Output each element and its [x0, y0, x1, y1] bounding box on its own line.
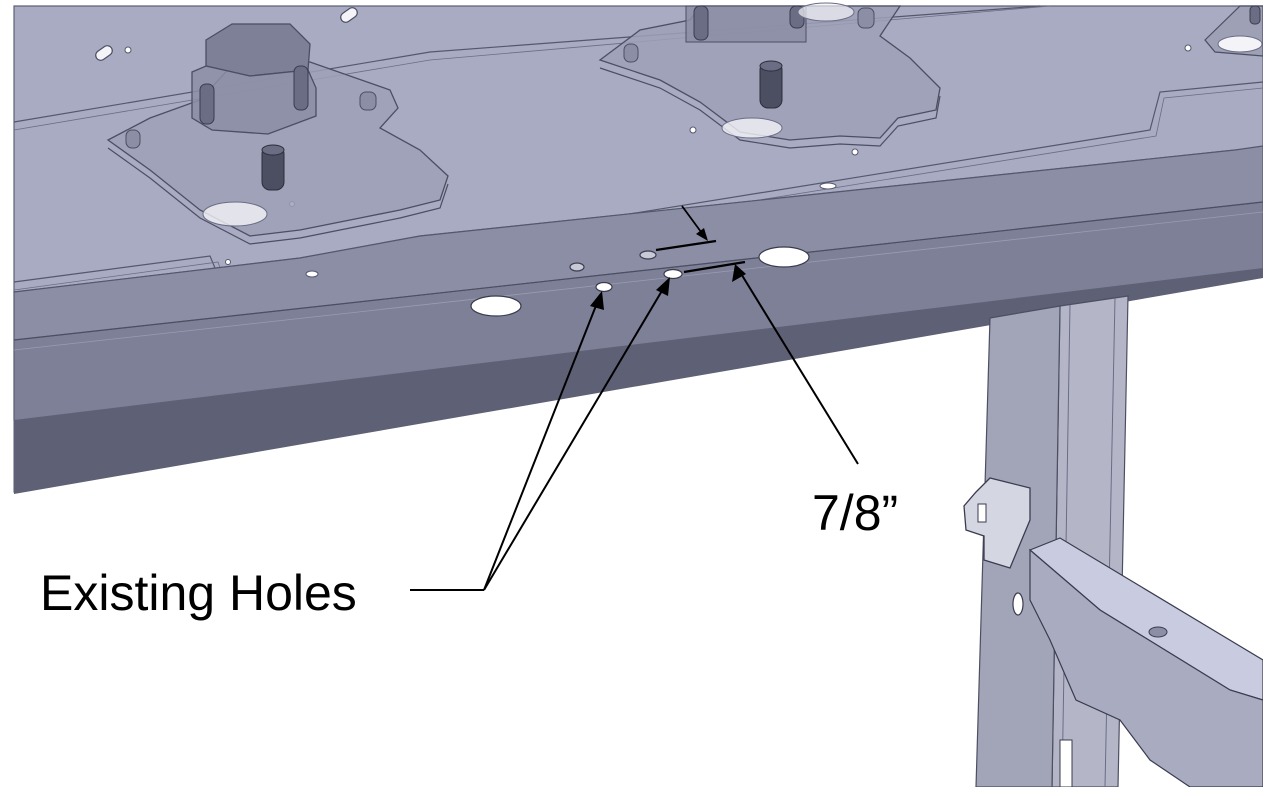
- standoff: [293, 65, 309, 111]
- slot-hole: [340, 7, 358, 23]
- sheet-step-line: [13, 81, 1263, 283]
- bracket-plate-edge: [599, 67, 941, 149]
- front-face-holes: [470, 246, 810, 317]
- mount-block-body: [191, 65, 317, 135]
- right-mount-bracket: [598, 2, 941, 149]
- leg-slot: [1059, 739, 1073, 788]
- mount-hole: [1217, 35, 1263, 53]
- mount-hole: [797, 2, 855, 22]
- pin-hole: [689, 126, 697, 134]
- callout-leader: [483, 283, 667, 591]
- lip-edge: [13, 201, 1263, 341]
- standoff: [693, 5, 709, 41]
- standoff: [199, 83, 215, 125]
- slot-hole: [95, 45, 113, 61]
- far-right-bracket: [1204, 5, 1263, 57]
- leg-hook: [963, 477, 1031, 569]
- pin-hole: [305, 270, 319, 278]
- leg-hole: [1012, 592, 1024, 616]
- pin-hole: [225, 259, 231, 265]
- existing-hole: [595, 281, 613, 293]
- dimension-callout: 7/8”: [655, 205, 898, 541]
- cross-bar-face: [1029, 548, 1263, 788]
- dimension-extension-line: [683, 260, 746, 274]
- dimension-label: 7/8”: [812, 485, 898, 541]
- left-mount-bracket: [106, 23, 449, 245]
- standoff: [623, 43, 639, 63]
- existing-hole: [663, 268, 683, 280]
- callout-leader: [483, 297, 600, 591]
- leg-bracket: [963, 295, 1263, 788]
- standoff-top: [759, 60, 783, 72]
- dimension-arrowhead: [732, 264, 746, 282]
- standoff: [857, 7, 875, 29]
- pin-hole: [124, 46, 132, 54]
- existing-holes-label: Existing Holes: [40, 565, 357, 621]
- pin-hole: [1184, 44, 1192, 52]
- new-hole: [639, 250, 657, 260]
- mount-block: [205, 23, 311, 77]
- dimension-arrowhead: [696, 228, 708, 241]
- large-hole: [470, 295, 522, 317]
- large-hole: [758, 246, 810, 268]
- standoff: [359, 91, 377, 111]
- small-hole: [569, 262, 585, 272]
- mount-hole: [202, 201, 268, 227]
- cross-bar-hole: [1148, 626, 1168, 638]
- hook-slot: [977, 503, 987, 523]
- pin-hole: [819, 182, 837, 190]
- pin-hole: [851, 148, 859, 156]
- callout-arrowhead: [656, 277, 670, 296]
- lip-edge: [13, 211, 1263, 351]
- callout-arrowhead: [590, 291, 604, 310]
- mount-hole: [721, 117, 783, 139]
- standoff: [1249, 5, 1261, 25]
- bracket-plate-edge: [107, 147, 449, 245]
- dimension-leader: [739, 271, 859, 465]
- existing-holes-callout: Existing Holes: [40, 277, 670, 621]
- dimension-extension-line: [655, 239, 717, 252]
- standoff-top: [261, 144, 285, 156]
- table-front-lip-shade: [14, 268, 1263, 494]
- standoff: [125, 129, 141, 149]
